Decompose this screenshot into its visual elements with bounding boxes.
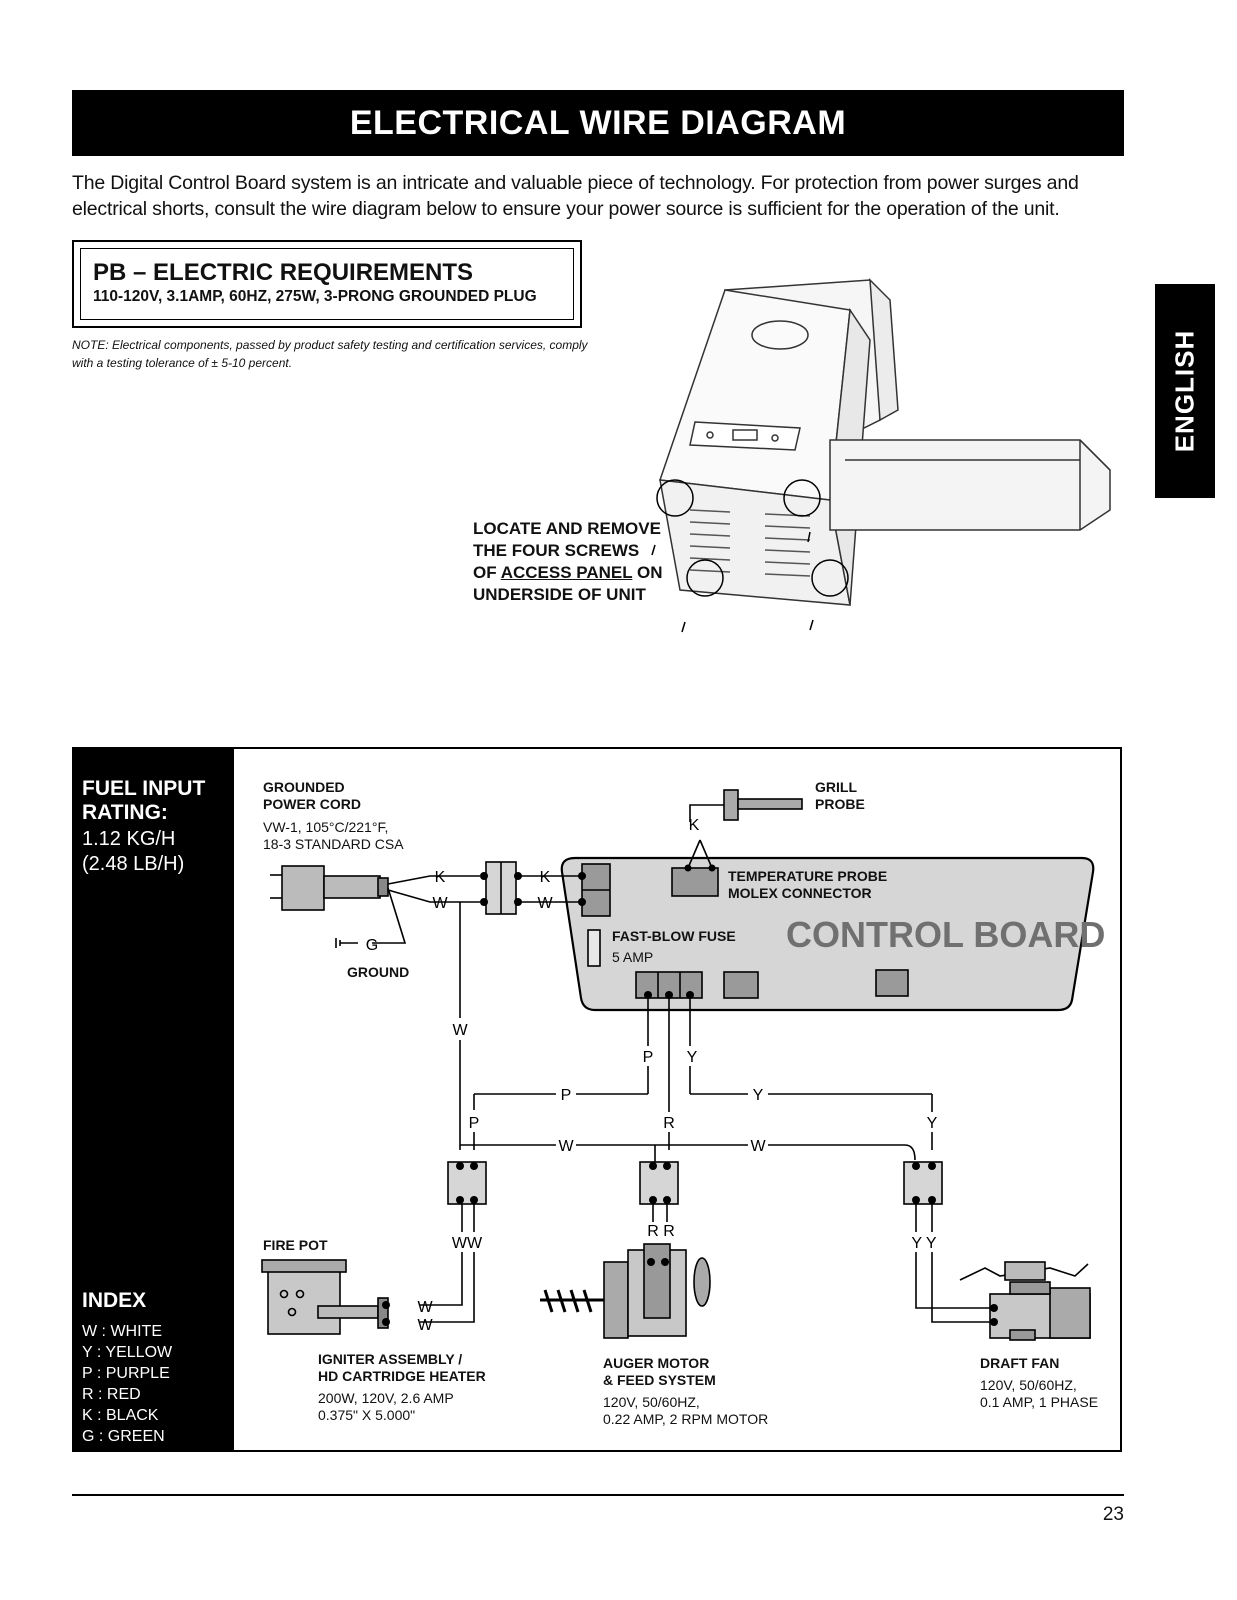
color-index-list: W : WHITE Y : YELLOW P : PURPLE R : RED …: [82, 1321, 172, 1447]
fuse-value: 5 AMP: [612, 949, 654, 965]
wire-label-y: Y: [927, 1115, 938, 1132]
igniter-title: IGNITER ASSEMBLY / HD CARTRIDGE HEATER: [318, 1351, 486, 1384]
draft-fan-spec: 120V, 50/60HZ, 0.1 AMP, 1 PHASE: [980, 1377, 1099, 1410]
wire-label-y: Y: [753, 1087, 764, 1104]
electric-requirements-box: PB – ELECTRIC REQUIREMENTS 110-120V, 3.1…: [72, 240, 582, 328]
index-item: K : BLACK: [82, 1407, 159, 1424]
wire-label-yy: Y Y: [911, 1235, 937, 1252]
access-panel-instruction: LOCATE AND REMOVE THE FOUR SCREWS OF ACC…: [473, 519, 663, 604]
index-item: R : RED: [82, 1386, 141, 1403]
wire-label-k: K: [689, 817, 700, 834]
wire-label-g: G: [366, 937, 378, 954]
wire-label-w: W: [417, 1299, 433, 1316]
wire-label-p: P: [469, 1115, 480, 1132]
fire-pot-icon: [267, 1269, 341, 1335]
fuse-icon: [587, 929, 601, 967]
power-plug-icon: [281, 865, 325, 911]
probe-molex-connector: [671, 867, 719, 897]
auger-spec: 120V, 50/60HZ, 0.22 AMP, 2 RPM MOTOR: [603, 1394, 769, 1427]
language-tab: ENGLISH: [1155, 284, 1215, 498]
control-board-label: CONTROL BOARD: [786, 914, 1106, 955]
wire-label-rr: R R: [647, 1223, 675, 1240]
wire-label-w: W: [537, 895, 553, 912]
wire-label-k: K: [540, 869, 551, 886]
index-item: G : GREEN: [82, 1428, 165, 1445]
power-cord-title: GROUNDED POWER CORD: [263, 779, 361, 812]
testing-note: NOTE: Electrical components, passed by p…: [72, 338, 588, 370]
wire-label-ww: WW: [452, 1235, 483, 1252]
auger-screw-icon: [540, 1289, 610, 1313]
wire-label-w: W: [432, 895, 448, 912]
page-number: 23: [1102, 1504, 1124, 1525]
ground-label: GROUND: [347, 964, 410, 980]
fuel-rating-title: FUEL INPUT RATING:: [82, 777, 206, 824]
wire-label-y: Y: [687, 1049, 698, 1066]
index-item: P : PURPLE: [82, 1365, 170, 1382]
language-label: ENGLISH: [1169, 329, 1200, 453]
grill-probe-icon: [723, 789, 739, 821]
requirements-title: PB – ELECTRIC REQUIREMENTS: [93, 259, 474, 286]
index-item: W : WHITE: [82, 1323, 162, 1340]
footer-divider: [72, 1494, 1124, 1496]
wire-label-p: P: [643, 1049, 654, 1066]
diagram-sidebar: FUEL INPUT RATING: 1.12 KG/H (2.48 LB/H)…: [72, 747, 234, 1452]
wire-label-w: W: [558, 1138, 574, 1155]
index-title: INDEX: [82, 1289, 147, 1312]
wire-label-k: K: [435, 869, 446, 886]
grill-probe-label: GRILL PROBE: [815, 779, 865, 812]
requirements-spec: 110-120V, 3.1AMP, 60HZ, 275W, 3-PRONG GR…: [93, 288, 537, 305]
power-cord-spec: VW-1, 105°C/221°F, 18-3 STANDARD CSA: [263, 819, 404, 852]
auger-title: AUGER MOTOR & FEED SYSTEM: [603, 1355, 716, 1388]
fuel-rating-value: 1.12 KG/H (2.48 LB/H): [82, 828, 185, 875]
wire-label-w: W: [452, 1022, 468, 1039]
wire-label-w: W: [750, 1138, 766, 1155]
fire-pot-label: FIRE POT: [263, 1237, 328, 1253]
fuse-label: FAST-BLOW FUSE: [612, 928, 736, 944]
wire-label-w: W: [417, 1317, 433, 1334]
wire-label-p: P: [561, 1087, 572, 1104]
wiring-schematic: K W K W G K W P Y P Y P R Y W W WW R R Y…: [261, 789, 1095, 1341]
index-item: Y : YELLOW: [82, 1344, 173, 1361]
grill-underside-illustration: [651, 278, 1111, 633]
page-title: ELECTRICAL WIRE DIAGRAM: [72, 90, 1124, 156]
intro-paragraph: The Digital Control Board system is an i…: [72, 172, 1079, 220]
access-panel-term: ACCESS PANEL: [500, 563, 633, 582]
wire-label-r: R: [663, 1115, 675, 1132]
igniter-spec: 200W, 120V, 2.6 AMP 0.375" X 5.000": [318, 1390, 454, 1423]
draft-fan-title: DRAFT FAN: [980, 1355, 1060, 1371]
temperature-probe-label: TEMPERATURE PROBE MOLEX CONNECTOR: [728, 868, 888, 901]
